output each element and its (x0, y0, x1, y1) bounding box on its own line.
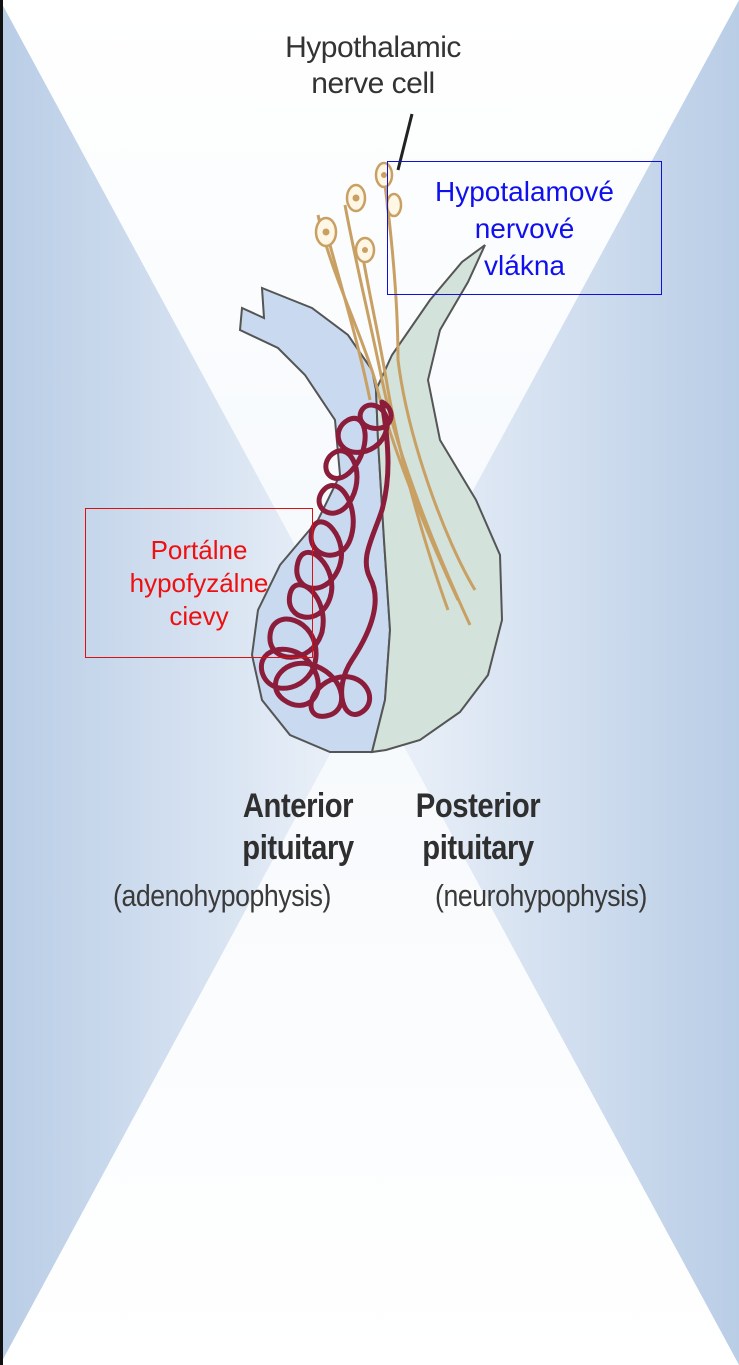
red-annotation-line3: cievy (86, 600, 312, 633)
blue-annotation-line2: nervové (388, 210, 661, 247)
blue-annotation-line1: Hypotalamové (388, 173, 661, 210)
hypothalamic-nerve-cell-line2: nerve cell (250, 66, 496, 102)
blue-annotation-line3: vlákna (388, 247, 661, 284)
hypothalamic-nerve-fibers-annotation: Hypotalamové nervové vlákna (387, 161, 662, 295)
anterior-line2: pituitary (229, 827, 367, 869)
red-annotation-line2: hypofyzálne (86, 567, 312, 600)
posterior-line2: pituitary (405, 827, 551, 869)
anterior-line1: Anterior (229, 785, 367, 827)
posterior-pituitary-label: Posterior pituitary (405, 785, 551, 869)
posterior-lobe (372, 245, 502, 752)
hypothalamic-nerve-cell-line1: Hypothalamic (250, 30, 496, 66)
neurohypophysis-label: (neurohypophysis) (399, 878, 683, 914)
red-annotation-line1: Portálne (86, 534, 312, 567)
adenohypophysis-label: (adenohypophysis) (84, 878, 359, 914)
anterior-pituitary-label: Anterior pituitary (229, 785, 367, 869)
hypothalamic-nerve-cell-label: Hypothalamic nerve cell (250, 30, 496, 102)
posterior-line1: Posterior (405, 785, 551, 827)
portal-vessels-annotation: Portálne hypofyzálne cievy (85, 508, 313, 658)
